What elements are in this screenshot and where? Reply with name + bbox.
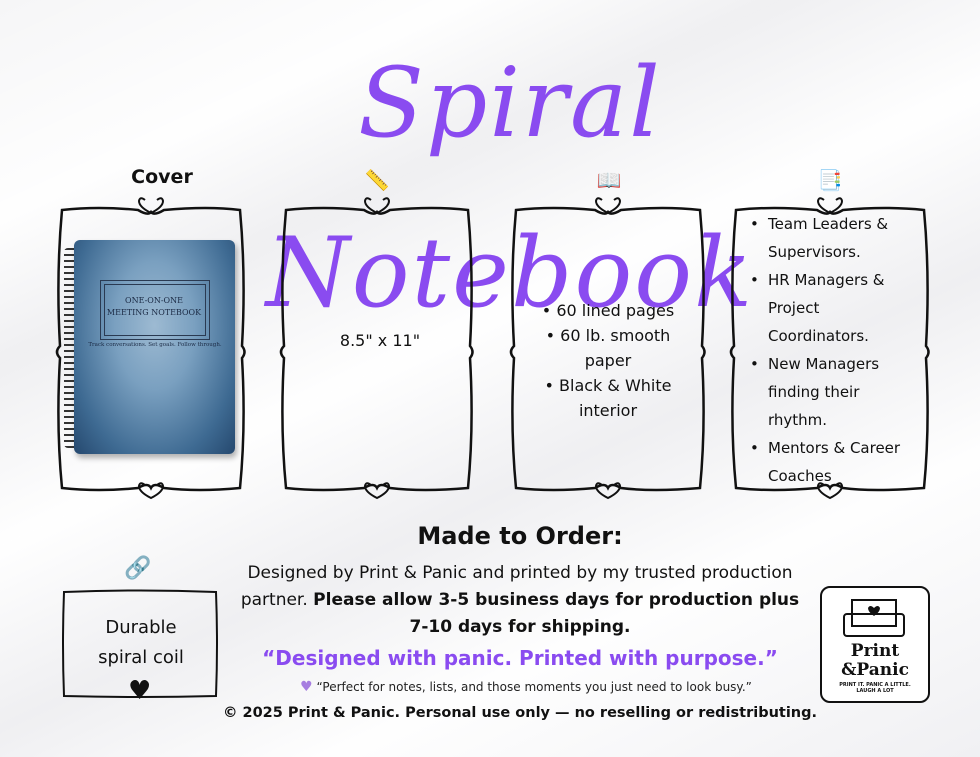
pages-frame [502,196,714,502]
pages-specs: • 60 lined pages • 60 lb. smooth paper •… [520,220,696,500]
spec-line: paper [584,350,632,370]
notebook-subtitle: Track conversations. Set goals. Follow t… [88,342,222,348]
subquote: ♥ “Perfect for notes, lists, and those m… [236,679,816,695]
spec-line: • 60 lb. smooth [545,325,671,345]
made-to-order-plain: Designed by Print & Panic and printed by… [240,563,793,610]
brand-name: Print &Panic [841,641,909,680]
notebook-title: ONE-ON-ONE MEETING NOTEBOOK [106,296,202,317]
cover-label: Cover [131,166,193,188]
list-item: •Team Leaders &Supervisors. [750,215,889,261]
audience-list: •Team Leaders &Supervisors. •HR Managers… [748,210,932,490]
notebook-title-box [100,280,210,340]
made-to-order-body: Designed by Print & Panic and printed by… [240,560,800,641]
cover-frame [48,196,254,502]
page-title: Spiral Notebook [265,47,755,329]
spec-line: • Black & White [544,375,672,395]
link-chain-icon: 🔗 [124,556,152,581]
black-heart-icon: ♥ [128,676,152,706]
spec-line: • 60 lined pages [541,300,675,320]
copyright-footer: © 2025 Print & Panic. Personal use only … [222,705,818,721]
size-text: 8.5" x 11" [339,330,421,350]
brand-logo [820,586,930,703]
made-to-order-bold: Please allow 3-5 business days for produ… [313,590,800,637]
ruler-icon: 📏 [364,168,390,192]
coil-feature-text: Durable spiral coil [98,617,184,668]
audience-frame [722,196,938,502]
spec-line: interior [578,400,638,420]
tagline-quote: “Designed with panic. Printed with purpo… [262,646,778,670]
brand-tagline: PRINT IT. PANIC A LITTLE. LAUGH A LOT [839,682,911,694]
size-frame [272,196,482,502]
coil-frame [60,588,220,700]
purple-heart-icon: ♥ [300,679,313,695]
notebook-cover-image [74,240,235,454]
document-icon: 📑 [817,168,843,192]
open-book-icon: 📖 [596,168,622,192]
subquote-text: “Perfect for notes, lists, and those mom… [316,680,752,694]
made-to-order-title: Made to Order: [417,522,623,550]
